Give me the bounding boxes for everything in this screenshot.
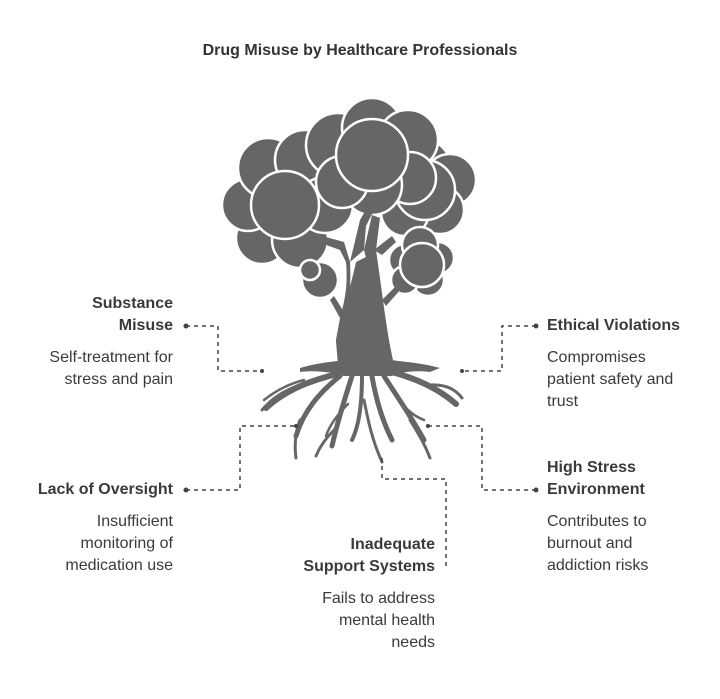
connector-high-stress [428, 425, 536, 491]
lack-of-oversight-desc-line1: Insufficient [96, 513, 173, 530]
high-stress-description: Contributes to burnout and addiction ris… [547, 511, 712, 577]
tree-trunk [300, 206, 440, 376]
tree-canopy [220, 96, 478, 300]
connector-ethical-violations [462, 325, 536, 372]
inadequate-support-label-line1: Inadequate [350, 536, 435, 553]
high-stress-desc-line1: Contributes to [547, 513, 647, 530]
high-stress-label-line2: Environment [547, 481, 645, 498]
ethical-violations-desc-line2: patient safety and [547, 371, 674, 388]
inadequate-support-label-line2: Support Systems [303, 558, 435, 575]
ethical-violations-desc-line1: Compromises [547, 349, 646, 366]
lack-of-oversight-description: Insufficient monitoring of medication us… [10, 511, 173, 577]
lack-of-oversight-desc-line2: monitoring of [80, 535, 174, 552]
substance-misuse-label-line1: Substance [92, 295, 173, 312]
tree-roots [260, 369, 464, 464]
high-stress-label: High Stress Environment [547, 457, 712, 501]
connector-lines [186, 325, 536, 566]
substance-misuse-label-line2: Misuse [118, 317, 173, 334]
connector-dots [183, 323, 539, 493]
connector-inadequate-support [381, 456, 447, 566]
substance-misuse-desc-line2: stress and pain [64, 371, 173, 388]
inadequate-support-description: Fails to address mental health needs [250, 588, 435, 654]
inadequate-support-desc-line2: mental health [338, 612, 435, 629]
high-stress-desc-line3: addiction risks [547, 557, 649, 574]
substance-misuse-description: Self-treatment for stress and pain [20, 347, 173, 391]
ethical-violations-description: Compromises patient safety and trust [547, 347, 712, 413]
connector-lack-of-oversight [186, 425, 296, 491]
inadequate-support-desc-line3: needs [391, 634, 435, 651]
inadequate-support-desc-line1: Fails to address [322, 590, 435, 607]
lack-of-oversight-desc-line3: medication use [65, 557, 173, 574]
diagram-title: Drug Misuse by Healthcare Professionals [202, 42, 518, 59]
inadequate-support-label: Inadequate Support Systems [250, 534, 435, 578]
substance-misuse-desc-line1: Self-treatment for [49, 349, 173, 366]
substance-misuse-label: Substance Misuse [20, 293, 173, 337]
high-stress-desc-line2: burnout and [547, 535, 633, 552]
high-stress-label-line1: High Stress [547, 459, 636, 476]
lack-of-oversight-label: Lack of Oversight [37, 481, 173, 498]
ethical-violations-label: Ethical Violations [547, 317, 681, 334]
connector-substance-misuse [186, 325, 262, 372]
ethical-violations-desc-line3: trust [547, 393, 579, 410]
